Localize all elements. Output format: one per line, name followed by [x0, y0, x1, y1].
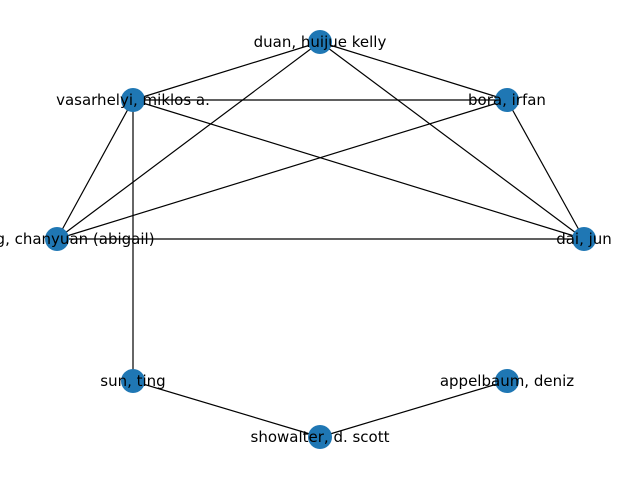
node-sun	[121, 369, 145, 393]
edge-duan-vasarhelyi	[132, 41, 321, 101]
node-appelbaum	[495, 369, 519, 393]
edge-duan-dai	[319, 41, 585, 240]
edge-appelbaum-showalter	[319, 380, 508, 438]
node-duan	[308, 30, 332, 54]
edge-bora-zhang	[56, 99, 508, 240]
edge-vasarhelyi-dai	[132, 99, 585, 240]
node-label-duan: duan, huijue kelly	[254, 33, 387, 51]
edge-bora-dai	[506, 99, 585, 240]
labels-layer: duan, huijue kelly vasarhelyi, miklos a. b…	[0, 33, 612, 446]
node-label-appelbaum: appelbaum, deniz	[440, 372, 574, 390]
node-vasarhelyi	[121, 88, 145, 112]
node-showalter	[308, 425, 332, 449]
edge-duan-bora	[319, 41, 508, 101]
node-dai	[572, 227, 596, 251]
edge-vasarhelyi-zhang	[56, 99, 134, 240]
edge-sun-showalter	[132, 380, 321, 438]
node-label-vasarhelyi: vasarhelyi, miklos a.	[56, 91, 210, 109]
node-label-sun: sun, ting	[100, 372, 165, 390]
node-label-dai: dai, jun	[556, 230, 612, 248]
node-label-bora: bora, irfan	[468, 91, 546, 109]
node-label-showalter: showalter, d. scott	[251, 428, 390, 446]
nodes-layer	[45, 30, 596, 449]
node-label-zhang: zhang, chanyuan (abigail)	[0, 230, 155, 248]
edge-duan-zhang	[56, 41, 321, 240]
edges-layer	[56, 41, 585, 438]
node-bora	[495, 88, 519, 112]
node-zhang	[45, 227, 69, 251]
